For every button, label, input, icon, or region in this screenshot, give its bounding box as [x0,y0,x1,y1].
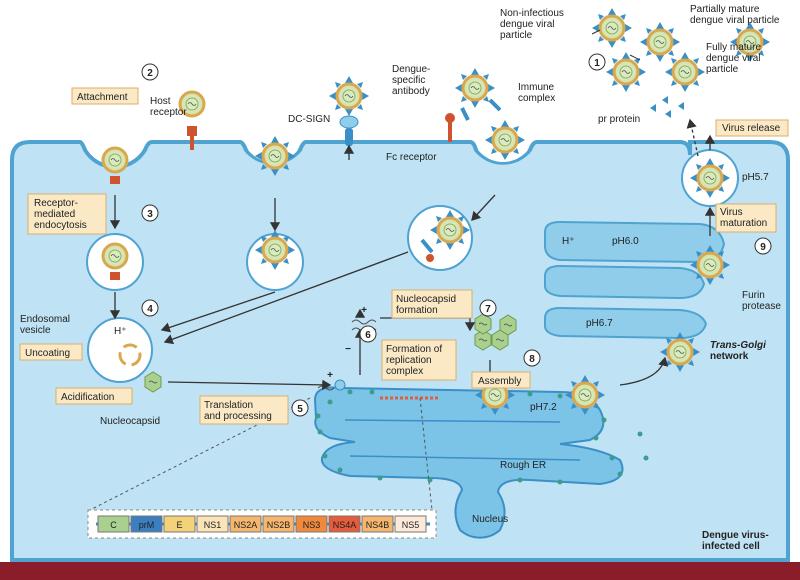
uncoating-label: Uncoating [25,348,70,359]
step-9: 9 [760,242,766,253]
plus-strand-label-2: + [327,370,333,381]
genome-segment-ns2a [229,515,262,533]
acidification-label: Acidification [61,392,114,403]
immune-complex-icon [455,68,502,121]
genome-segment-ns2b [262,515,295,533]
genome-segment-ns4a [328,515,361,533]
dengue-infected-cell-label: Dengue virus-infected cell [702,530,769,552]
dc-sign-icon [329,76,369,146]
step-markers: 1 2 3 4 5 6 7 8 9 [141,53,772,417]
plus-strand-label: + [361,305,367,316]
genome-label-ns2a: NS2A [234,520,258,530]
genome-segment-ns4b [361,515,394,533]
ph67-label: pH6.7 [586,318,613,329]
step-7: 7 [485,304,491,315]
step-8: 8 [529,354,535,365]
step-6: 6 [365,330,371,341]
nucleus-label: Nucleus [472,514,508,525]
genome-label-ns2b: NS2B [267,520,291,530]
genome-segment-c [97,515,130,533]
assembly-label: Assembly [478,376,521,387]
genome-segment-prm [130,515,163,533]
fc-receptor-label: Fc receptor [386,152,437,163]
genome-label-c: C [110,520,117,530]
rough-er-label: Rough ER [500,460,546,471]
genome-label-e: E [176,520,182,530]
golgi-h-plus-label: H⁺ [562,236,575,247]
step-5: 5 [297,404,303,415]
pr-protein-icon [650,96,684,118]
virus-release-label: Virus release [722,123,781,134]
host-receptor-icon [178,90,206,150]
genome-segment-ns5 [394,515,427,533]
golgi-apparatus [544,220,726,340]
endosome-h-plus-label: H⁺ [114,326,127,337]
attachment-label: Attachment [77,92,128,103]
genome-label-ns5: NS5 [402,520,420,530]
dc-sign-label: DC-SIGN [288,114,330,125]
ph72-label: pH7.2 [530,402,557,413]
rough-er [313,386,649,539]
genome-label-ns4b: NS4B [366,520,390,530]
step-3: 3 [147,209,153,220]
step-4: 4 [147,304,153,315]
ph57-label: pH5.7 [742,172,769,183]
genome-segment-ns1 [196,515,229,533]
bottom-band [0,562,800,580]
genome-label-ns4a: NS4A [333,520,357,530]
genome-segment-ns3 [295,515,328,533]
fc-receptor-icon [445,113,455,142]
nucleocapsid-label: Nucleocapsid [100,416,160,427]
genome-segment-e [163,515,196,533]
genome-label-prm: prM [139,520,155,530]
step-1: 1 [594,58,600,69]
genome-label-ns1: NS1 [204,520,222,530]
step-2: 2 [147,68,153,79]
genome-label-ns3: NS3 [303,520,321,530]
ph60-label: pH6.0 [612,236,639,247]
minus-strand-label: − [345,344,351,355]
pr-protein-label: pr protein [598,114,640,125]
